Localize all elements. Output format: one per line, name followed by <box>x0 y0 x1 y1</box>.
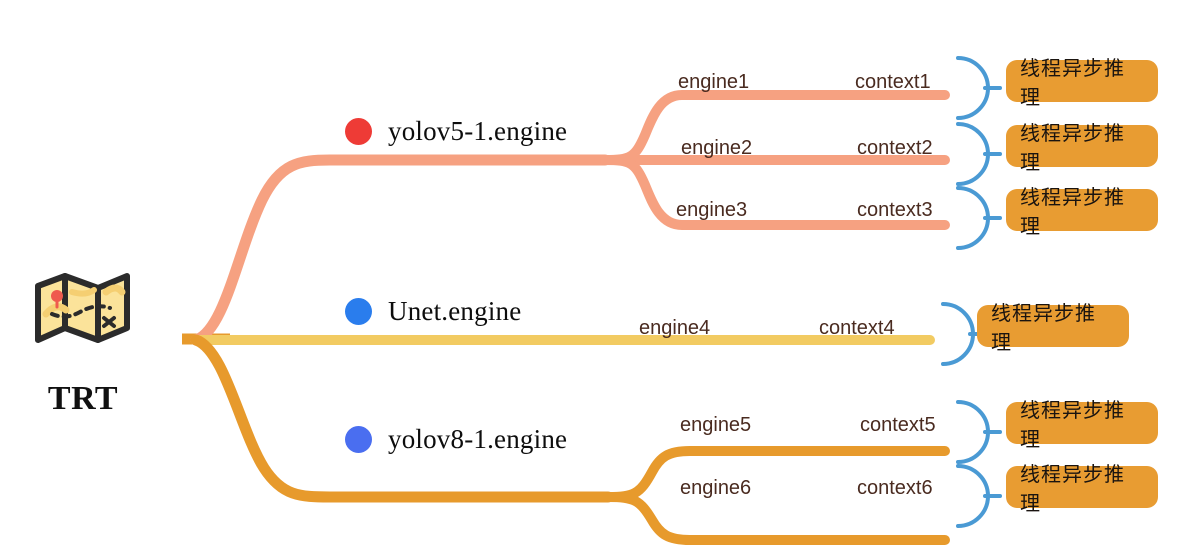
leaf-row: engine5 context5 <box>0 405 960 445</box>
status-dot-red <box>345 118 372 145</box>
leaf-row: engine2 context2 <box>0 128 960 168</box>
thread-box-2[interactable]: 线程异步推理 <box>1006 121 1158 174</box>
thread-box-4[interactable]: 线程异步推理 <box>977 301 1129 354</box>
leaf-engine-label: engine1 <box>678 70 750 93</box>
leaf-context-label: context2 <box>857 136 933 159</box>
engine-group-label: yolov5-1.engine <box>388 116 568 146</box>
leaf-row: engine3 context3 <box>0 190 960 230</box>
leaf-engine-label: engine3 <box>676 198 748 221</box>
thread-box-1[interactable]: 线程异步推理 <box>1006 56 1158 109</box>
engine-group-title-yolov8[interactable]: yolov8-1.engine <box>345 424 567 455</box>
leaf-context-label: context3 <box>857 198 933 221</box>
map-icon <box>35 273 130 343</box>
leaf-context-label: context5 <box>860 413 936 436</box>
leaf-row: engine1 context1 <box>0 62 960 102</box>
engine-group-label: Unet.engine <box>388 296 522 326</box>
engine-group-title-unet[interactable]: Unet.engine <box>345 296 521 327</box>
bracket-group <box>941 56 1002 528</box>
leaf-context-label: context1 <box>855 70 931 93</box>
leaf-engine-label: engine2 <box>681 136 753 159</box>
leaf-engine-label: engine6 <box>680 476 752 499</box>
leaf-row: engine6 context6 <box>0 468 960 508</box>
branch-yolov8 <box>190 334 614 503</box>
status-dot-blue <box>345 298 372 325</box>
leaf-row: engine4 context4 <box>0 308 945 348</box>
thread-box-3[interactable]: 线程异步推理 <box>1006 185 1158 238</box>
leaf-engine-label: engine5 <box>680 413 752 436</box>
thread-box-6[interactable]: 线程异步推理 <box>1006 462 1158 515</box>
thread-box-5[interactable]: 线程异步推理 <box>1006 398 1158 451</box>
branch-yolov5 <box>190 154 611 346</box>
status-dot-periwinkle <box>345 426 372 453</box>
root-label: TRT <box>47 380 119 417</box>
leaf-line-engine3 <box>600 155 950 230</box>
leaf-engine-label: engine4 <box>639 316 711 339</box>
root-node[interactable]: TRT <box>18 262 148 418</box>
leaf-context-label: context6 <box>857 476 933 499</box>
leaf-line-engine6 <box>603 492 950 545</box>
leaf-context-label: context4 <box>819 316 895 339</box>
engine-group-label: yolov8-1.engine <box>388 424 568 454</box>
engine-group-title-yolov5[interactable]: yolov5-1.engine <box>345 116 567 147</box>
